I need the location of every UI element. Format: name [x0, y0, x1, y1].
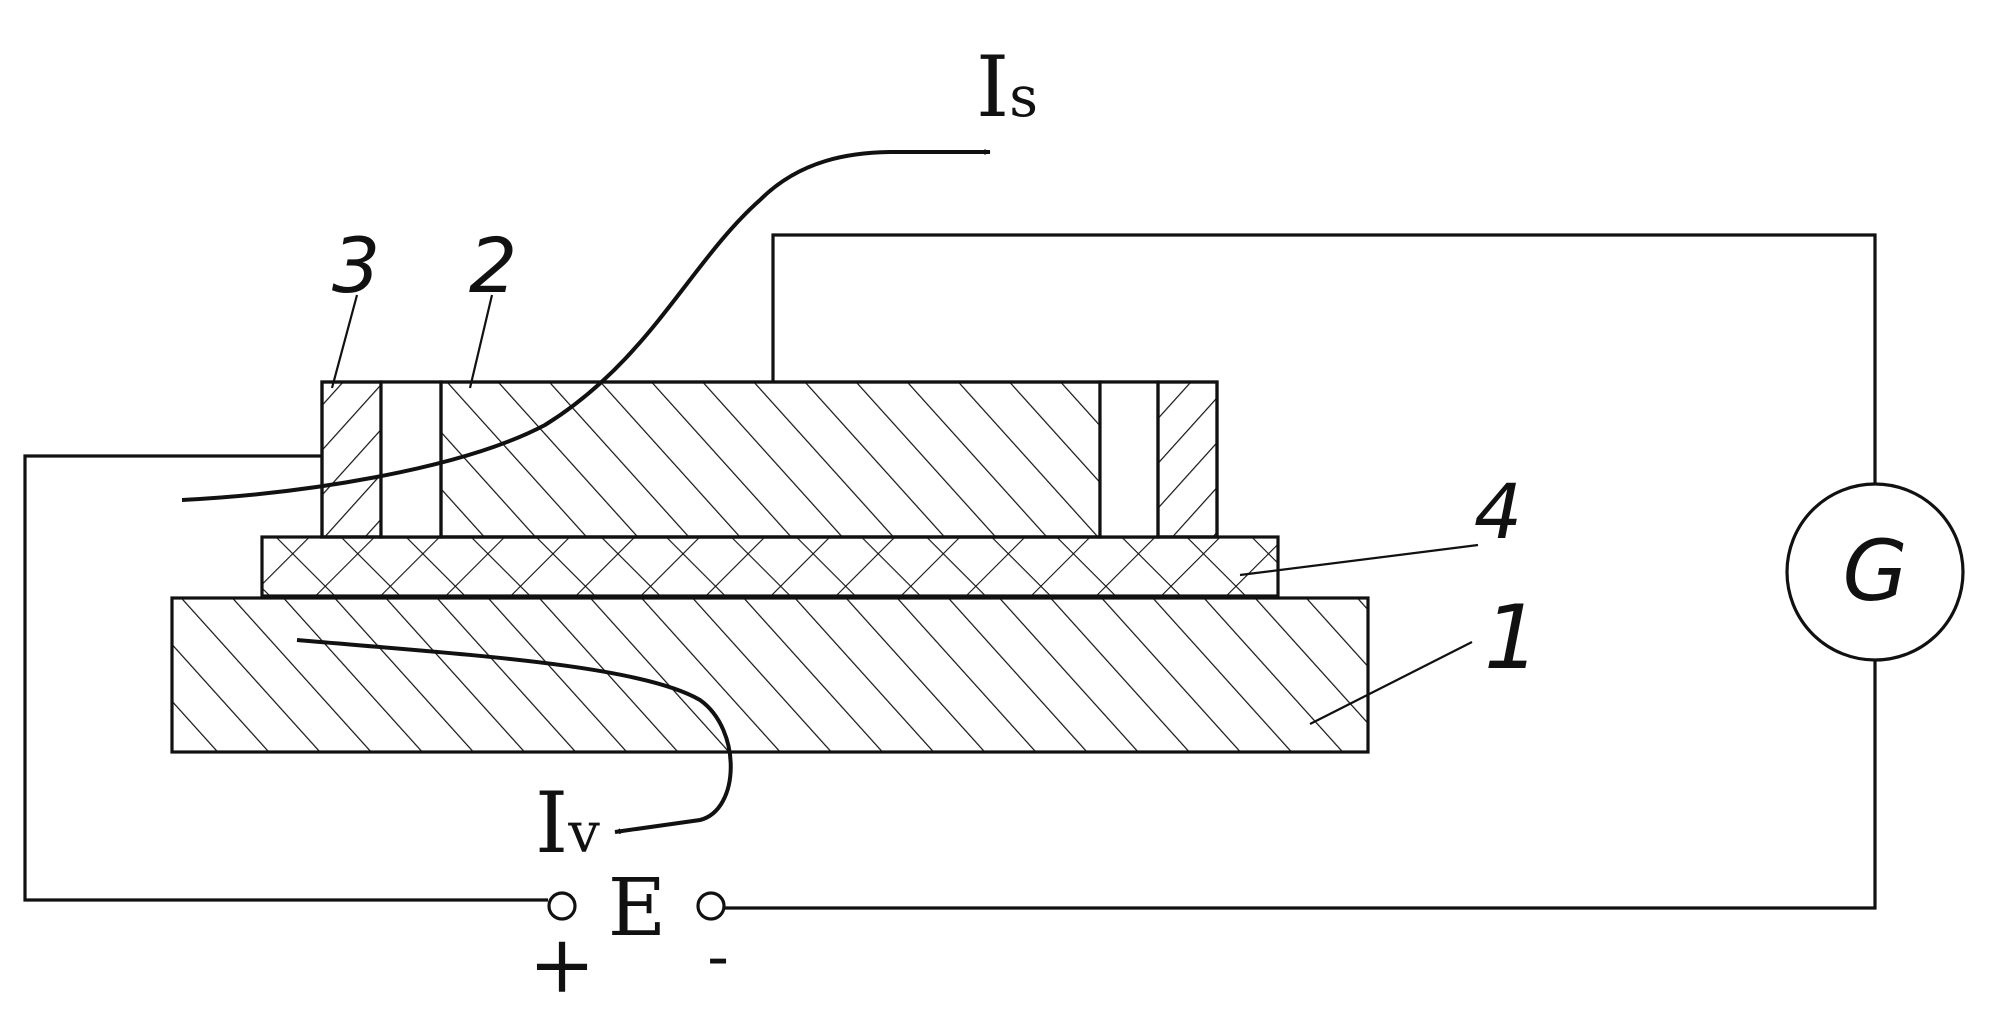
leader-part-1 — [1309, 641, 1473, 725]
part-label-4: 4 — [1474, 467, 1522, 556]
gap-right — [1098, 380, 1160, 539]
base-electrode-1 — [170, 596, 1370, 754]
galvanometer-circle — [1785, 482, 1965, 662]
wire-galvanometer-to-source — [723, 661, 1877, 910]
surface-current-path — [181, 149, 991, 502]
measuring-electrode-2 — [439, 380, 1102, 539]
leader-part-2 — [468, 294, 494, 389]
galvanometer-label: G — [1842, 522, 1907, 620]
volume-current-path — [296, 638, 733, 835]
wire-top-to-galvanometer — [771, 233, 1877, 484]
part-label-2: 2 — [469, 221, 517, 310]
guard-ring-3-right — [1156, 380, 1219, 539]
source-terminal-minus — [696, 891, 726, 921]
specimen-layer-4 — [260, 535, 1280, 598]
leader-part-3 — [330, 294, 359, 389]
source-label: E — [608, 861, 666, 954]
terminal-plus-label: + — [528, 918, 595, 1011]
leader-part-4 — [1239, 543, 1479, 577]
source-terminal-plus — [547, 891, 577, 921]
part-label-3: 3 — [332, 221, 380, 310]
terminal-minus-label: - — [707, 920, 729, 994]
guard-ring-3-left — [320, 380, 383, 539]
gap-left — [379, 380, 443, 539]
part-label-1: 1 — [1484, 586, 1540, 689]
volume-current-label: Iv — [535, 774, 600, 872]
surface-current-label: Is — [976, 38, 1038, 136]
wire-left-loop — [23, 454, 548, 902]
